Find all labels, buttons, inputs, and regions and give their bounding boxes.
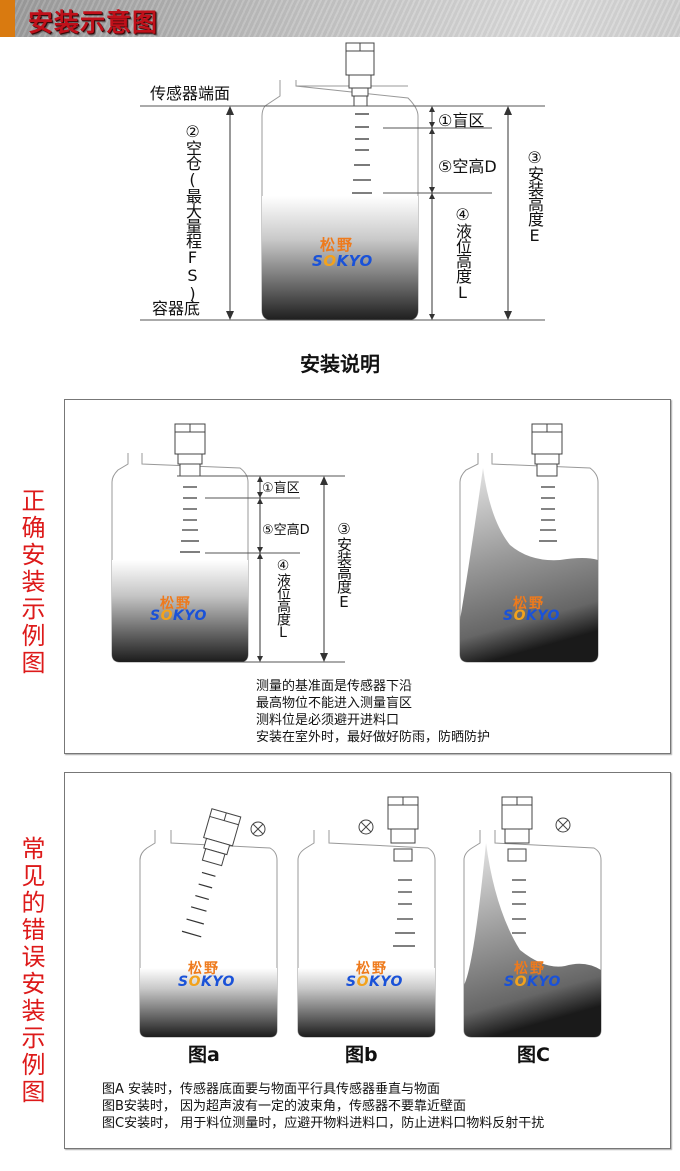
correct-side-label: 正确安装示例图	[17, 488, 45, 677]
note-line: 图C安装时， 用于料位测量时，应避开物料进料口，防止进料口物料反射干扰	[102, 1116, 545, 1131]
logo-cn: 松野	[514, 961, 546, 977]
caption-a: 图a	[188, 1044, 220, 1066]
logo-cn: 松野	[356, 961, 388, 977]
correct-empty-height-label: ⑤空高D	[262, 523, 310, 538]
container-bottom-label: 容器底	[152, 299, 201, 318]
section-title: 安装说明	[300, 352, 380, 376]
wrong-notes: 图A 安装时，传感器底面要与物面平行具传感器垂直与物面 图B安装时， 因为超声波…	[102, 1081, 544, 1132]
caption-b: 图b	[345, 1044, 378, 1066]
logo-en: SOKYO	[503, 608, 560, 624]
note-line: 图A 安装时，传感器底面要与物面平行具传感器垂直与物面	[102, 1082, 441, 1097]
correct-install-height-label: ③安装高度E	[335, 520, 353, 610]
wrong-side-label: 常见的错误安装示例图	[17, 836, 45, 1106]
logo-cn: 松野	[320, 236, 355, 254]
note-line: 图B安装时， 因为超声波有一定的波束角，传感器不要靠近壁面	[102, 1099, 467, 1114]
note-line: 安装在室外时，最好做好防雨，防晒防护	[256, 730, 491, 745]
logo-en: SOKYO	[178, 974, 235, 990]
empty-bin-label: ②空仓(最大量程FS)	[183, 122, 202, 302]
logo-cn: 松野	[188, 961, 220, 977]
correct-level-height-label: ④液位高度L	[275, 558, 291, 640]
caption-c: 图C	[517, 1044, 550, 1066]
install-diagram-graphic	[140, 42, 545, 321]
correct-blind-zone-label: ①盲区	[262, 481, 300, 496]
header-title: 安装示意图	[28, 8, 159, 37]
section-header: 安装示意图	[0, 0, 680, 37]
logo-en: SOKYO	[150, 608, 207, 624]
sensor-face-label: 传感器端面	[150, 84, 231, 103]
header-accent-bar	[0, 0, 15, 37]
note-line: 测量的基准面是传感器下沿	[256, 679, 413, 694]
note-line: 测料位是必须避开进料口	[256, 713, 400, 728]
level-height-label: ④液位高度L	[453, 205, 472, 301]
note-line: 最高物位不能进入测量盲区	[256, 696, 413, 711]
logo-cn: 松野	[160, 596, 192, 612]
empty-height-label: ⑤空高D	[438, 157, 497, 176]
logo-en: SOKYO	[346, 974, 403, 990]
install-height-label: ③安装高度E	[525, 148, 544, 244]
logo-cn: 松野	[513, 596, 545, 612]
correct-notes: 测量的基准面是传感器下沿 最高物位不能进入测量盲区 测料位是必须避开进料口 安装…	[256, 678, 490, 746]
logo-en: SOKYO	[312, 252, 373, 270]
logo-en: SOKYO	[504, 974, 561, 990]
blind-zone-label: ①盲区	[438, 111, 485, 130]
